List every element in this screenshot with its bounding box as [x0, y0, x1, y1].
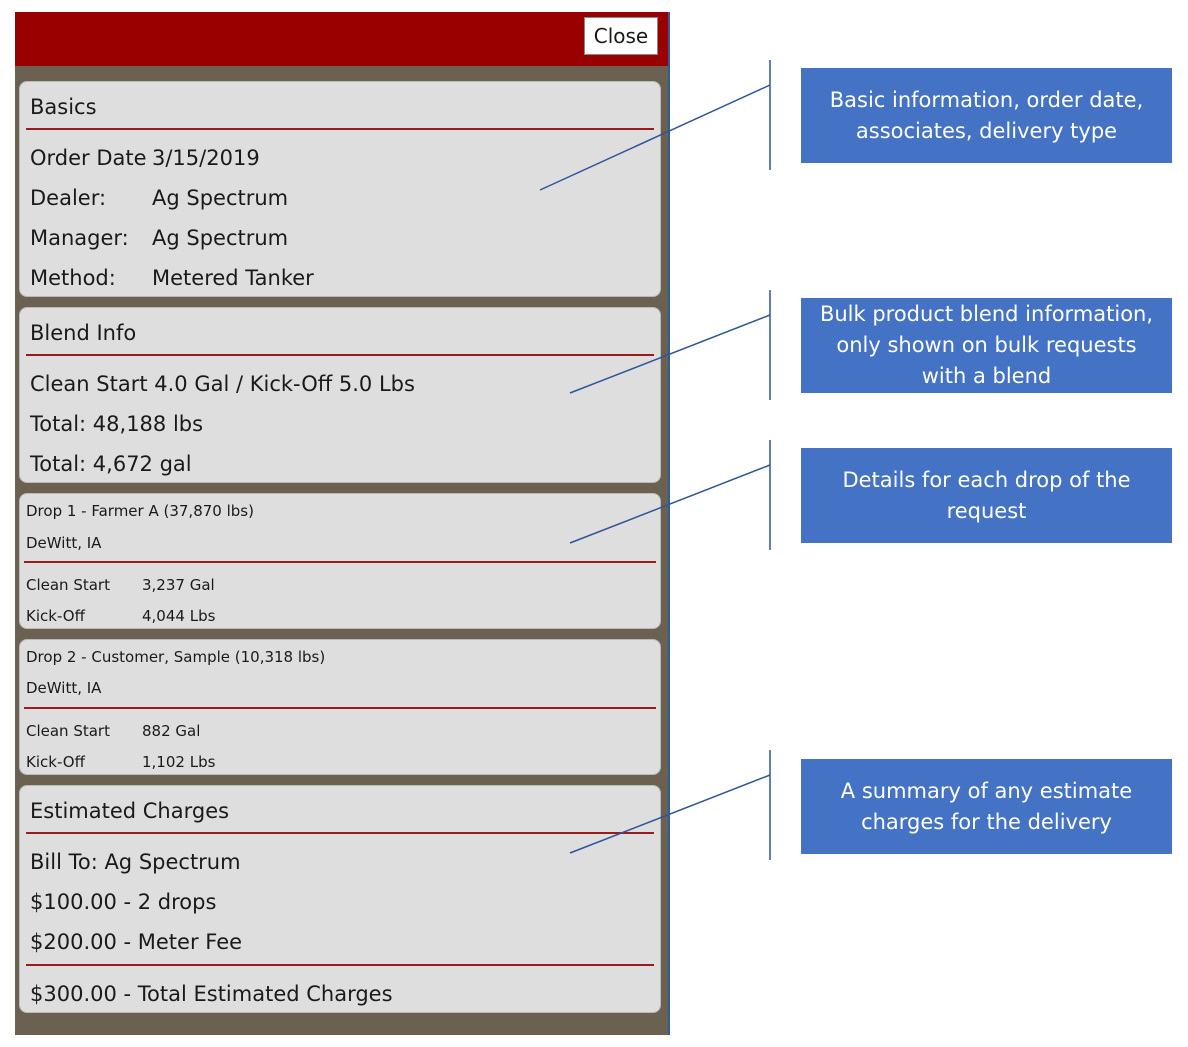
- estimated-charges-card: Estimated Charges Bill To: Ag Spectrum $…: [19, 785, 661, 1013]
- close-button[interactable]: Close: [584, 17, 658, 55]
- charges-total: $300.00 - Total Estimated Charges: [30, 982, 393, 1006]
- drop-product-row: Kick-Off 1,102 Lbs: [26, 753, 215, 771]
- charge-line-item: $200.00 - Meter Fee: [30, 930, 243, 954]
- annotation-callout: A summary of any estimate charges for th…: [801, 759, 1172, 854]
- method-row: Method: Metered Tanker: [30, 266, 314, 290]
- drop-title: Drop 1 - Farmer A (37,870 lbs): [26, 502, 254, 520]
- drop-title: Drop 2 - Customer, Sample (10,318 lbs): [26, 648, 326, 666]
- drop-card: Drop 2 - Customer, Sample (10,318 lbs) D…: [19, 639, 661, 775]
- drop-location: DeWitt, IA: [26, 534, 102, 552]
- title-bar: Close: [15, 12, 668, 66]
- method-value: Metered Tanker: [152, 266, 314, 290]
- leader-line: [569, 464, 771, 544]
- manager-row: Manager: Ag Spectrum: [30, 226, 288, 250]
- drop-separator: [24, 561, 656, 563]
- charge-line-item: $100.00 - 2 drops: [30, 890, 217, 914]
- product-name: Kick-Off: [26, 607, 85, 625]
- product-amount: 4,044 Lbs: [142, 607, 216, 625]
- method-label: Method:: [30, 266, 116, 290]
- blend-title: Blend Info: [30, 321, 137, 345]
- annotation-callout: Details for each drop of the request: [801, 448, 1172, 543]
- product-amount: 882 Gal: [142, 722, 201, 740]
- product-name: Clean Start: [26, 722, 110, 740]
- dealer-row: Dealer: Ag Spectrum: [30, 186, 288, 210]
- manager-label: Manager:: [30, 226, 129, 250]
- charges-separator: [26, 832, 654, 834]
- drop-location: DeWitt, IA: [26, 679, 102, 697]
- manager-value: Ag Spectrum: [152, 226, 289, 250]
- blend-total-gal: Total: 4,672 gal: [30, 452, 192, 476]
- drop-product-row: Clean Start 882 Gal: [26, 722, 200, 740]
- blend-info-card: Blend Info Clean Start 4.0 Gal / Kick-Of…: [19, 307, 661, 483]
- drop-product-row: Clean Start 3,237 Gal: [26, 576, 215, 594]
- dealer-label: Dealer:: [30, 186, 107, 210]
- product-amount: 3,237 Gal: [142, 576, 215, 594]
- basics-separator: [26, 128, 654, 130]
- annotation-callout: Basic information, order date, associate…: [801, 68, 1172, 163]
- drop-product-row: Kick-Off 4,044 Lbs: [26, 607, 215, 625]
- order-date-label: Order Date: [30, 146, 147, 170]
- blend-description: Clean Start 4.0 Gal / Kick-Off 5.0 Lbs: [30, 372, 415, 396]
- product-amount: 1,102 Lbs: [142, 753, 216, 771]
- charges-title: Estimated Charges: [30, 799, 230, 823]
- basics-title: Basics: [30, 95, 97, 119]
- order-date-value: 3/15/2019: [152, 146, 260, 170]
- drop-card: Drop 1 - Farmer A (37,870 lbs) DeWitt, I…: [19, 493, 661, 629]
- product-name: Clean Start: [26, 576, 110, 594]
- leader-line: [539, 84, 771, 191]
- blend-separator: [26, 354, 654, 356]
- bill-to: Bill To: Ag Spectrum: [30, 850, 241, 874]
- dealer-value: Ag Spectrum: [152, 186, 289, 210]
- blend-total-lbs: Total: 48,188 lbs: [30, 412, 204, 436]
- leader-line: [569, 314, 771, 394]
- annotation-callout: Bulk product blend information, only sho…: [801, 298, 1172, 393]
- drop-separator: [24, 707, 656, 709]
- leader-line: [569, 774, 771, 854]
- product-name: Kick-Off: [26, 753, 85, 771]
- charges-total-separator: [26, 964, 654, 966]
